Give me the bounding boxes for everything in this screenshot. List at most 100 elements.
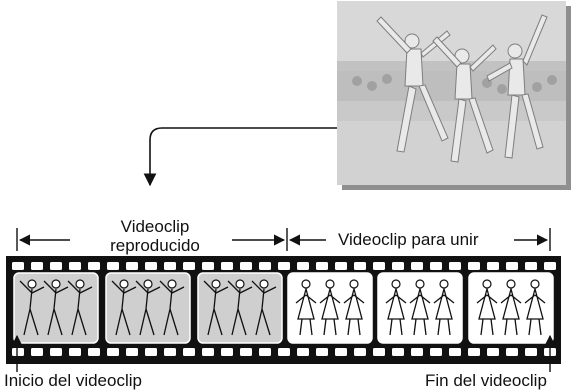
film-perforation [392, 348, 404, 356]
film-perforation [221, 262, 233, 270]
film-perforation [278, 348, 290, 356]
dancer-head [391, 279, 401, 289]
dancer-figure [251, 280, 277, 336]
film-perforation [259, 348, 271, 356]
dancer-figure [227, 280, 253, 336]
dancer-figure [433, 286, 455, 336]
join-clip-label: Videoclip para unir [338, 230, 479, 249]
dancer-figure [409, 286, 431, 336]
film-perforation [544, 262, 556, 270]
dancer-head [143, 279, 153, 289]
film-perforation [183, 262, 195, 270]
film-perforation [278, 262, 290, 270]
join-frame [468, 272, 554, 344]
film-perforation [240, 348, 252, 356]
join-frame [287, 272, 373, 344]
film-perforation [107, 348, 119, 356]
film-perforation [202, 348, 214, 356]
dancer-figure [135, 280, 161, 336]
film-perforation [107, 262, 119, 270]
dancer-figure [111, 280, 137, 336]
dancer-head [506, 279, 516, 289]
film-perforation [145, 348, 157, 356]
clip-end-label: Fin del videoclip [425, 371, 547, 390]
dancer-head [119, 279, 129, 289]
film-perforation [240, 262, 252, 270]
dancer-head [27, 279, 37, 289]
film-perforation [392, 262, 404, 270]
dancer-head [259, 279, 269, 289]
film-perforation [69, 262, 81, 270]
dancer-figure [295, 286, 317, 336]
film-perforation [449, 262, 461, 270]
film-perforation [50, 262, 62, 270]
film-perforation [164, 348, 176, 356]
film-perforation [525, 262, 537, 270]
dancer-head [167, 279, 177, 289]
dancer-figure [319, 286, 341, 336]
film-perforation [411, 262, 423, 270]
film-perforation [88, 348, 100, 356]
film-perforation [525, 348, 537, 356]
film-perforation [88, 262, 100, 270]
film-perforation [316, 262, 328, 270]
dancer-figure [524, 286, 546, 336]
played-frame [105, 272, 191, 344]
dancer-head [349, 279, 359, 289]
film-perforation [354, 262, 366, 270]
played-frame [197, 272, 283, 344]
dancer-head [325, 279, 335, 289]
dancer-figure [43, 280, 69, 336]
video-frame-photo [337, 1, 566, 185]
film-perforation [373, 348, 385, 356]
film-perforation [487, 262, 499, 270]
film-perforation [506, 348, 518, 356]
dancer-figure [19, 280, 45, 336]
dancer-head [482, 279, 492, 289]
connector-arrow [143, 127, 337, 187]
played-clip-label-line1: Videoclip [120, 217, 190, 236]
film-perforation [449, 348, 461, 356]
dancer-head [415, 279, 425, 289]
film-perforation [335, 262, 347, 270]
film-perforation [259, 262, 271, 270]
film-perforation [12, 348, 24, 356]
dancer-head [51, 279, 61, 289]
film-perforation [31, 262, 43, 270]
film-perforation [183, 348, 195, 356]
film-perforation [430, 262, 442, 270]
film-perforation [50, 348, 62, 356]
dancer-head [301, 279, 311, 289]
dancer-figure [385, 286, 407, 336]
dancer-head [211, 279, 221, 289]
film-perforation [373, 262, 385, 270]
dancer-figure [67, 280, 93, 336]
film-perforation [69, 348, 81, 356]
dancer-figure [343, 286, 365, 336]
film-perforation [202, 262, 214, 270]
film-perforation [468, 348, 480, 356]
join-frame [377, 272, 463, 344]
film-perforation [297, 262, 309, 270]
dancer-head [530, 279, 540, 289]
dancer-figure [500, 286, 522, 336]
clip-start-label: Inicio del videoclip [4, 371, 142, 390]
dancer-head [235, 279, 245, 289]
film-perforation [164, 262, 176, 270]
film-perforation [126, 348, 138, 356]
film-perforation [468, 262, 480, 270]
film-perforation [506, 262, 518, 270]
dancer-head [75, 279, 85, 289]
film-perforation [221, 348, 233, 356]
played-clip-label-line2: reproducido [110, 236, 200, 255]
dancer-figure [159, 280, 185, 336]
film-perforation [31, 348, 43, 356]
film-perforation [145, 262, 157, 270]
film-perforation [335, 348, 347, 356]
dancer-figure [476, 286, 498, 336]
film-perforation [487, 348, 499, 356]
film-perforation [12, 262, 24, 270]
film-perforation [354, 348, 366, 356]
film-perforation [126, 262, 138, 270]
